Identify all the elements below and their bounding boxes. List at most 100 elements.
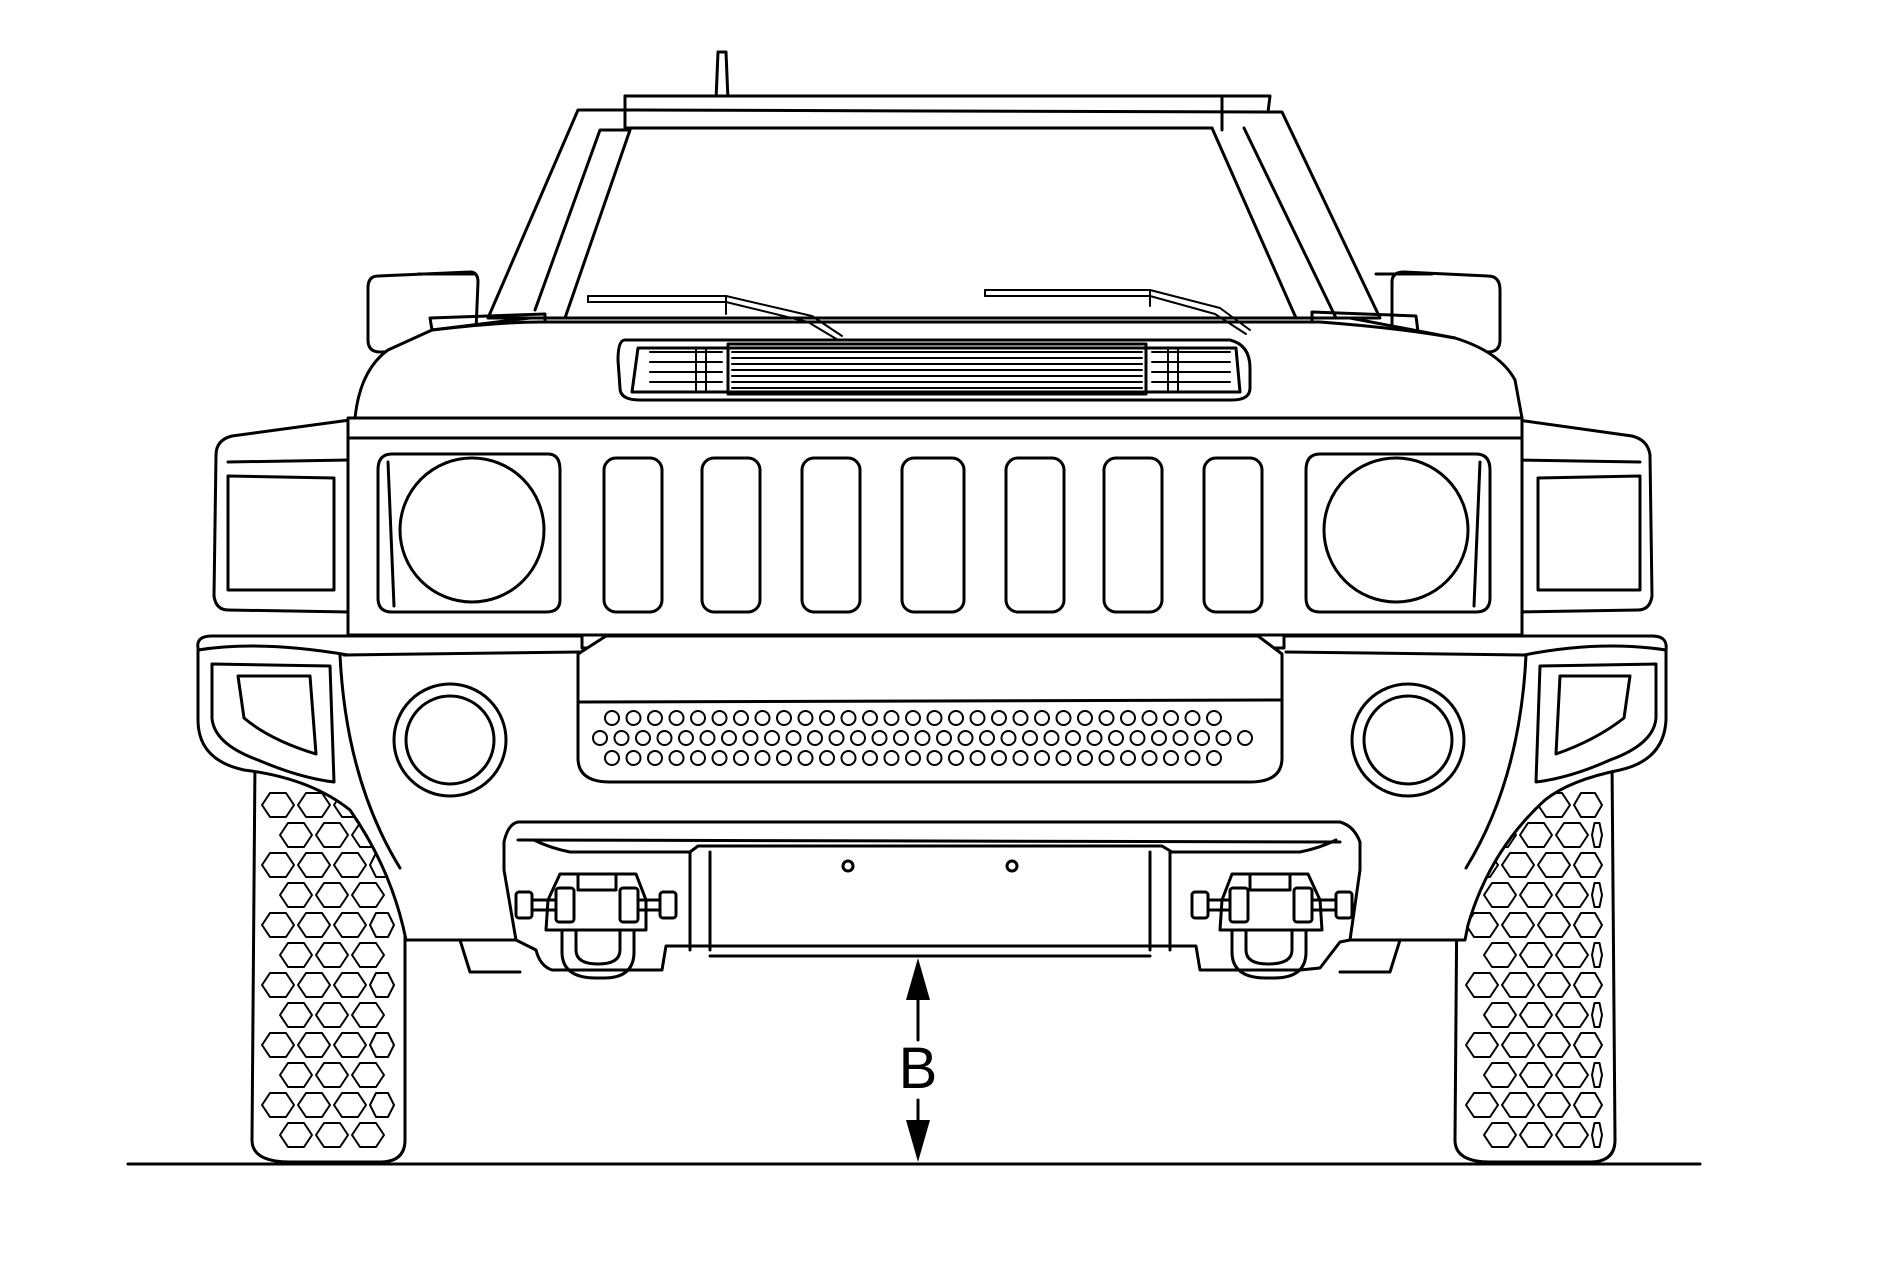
tread-block [279, 882, 313, 908]
dimension-arrow-up [906, 958, 930, 1000]
tread-block [297, 1092, 331, 1118]
grille-hole [742, 730, 759, 746]
tread-block [279, 822, 313, 848]
grille-hole [604, 710, 620, 726]
grille-hole [957, 730, 974, 746]
tread-block [1591, 1122, 1603, 1148]
grille-hole [1000, 730, 1017, 746]
tread-block [1519, 1062, 1553, 1088]
grille-hole [668, 750, 685, 766]
tread-block [351, 1122, 385, 1148]
tread-block [1519, 1122, 1553, 1148]
tread-block [279, 1062, 313, 1088]
grille-hole [797, 710, 814, 726]
grille-hole [926, 750, 943, 766]
grille-hole [1055, 710, 1072, 726]
grille-hole [1163, 750, 1179, 766]
tread-block [261, 1092, 295, 1118]
tread-block [1501, 912, 1535, 938]
tread-block [1483, 882, 1517, 908]
tread-block [1465, 1032, 1499, 1058]
grille-panel [346, 416, 1524, 637]
grille-hole [604, 750, 620, 766]
tread-block [333, 912, 367, 938]
tread-block [1555, 1002, 1589, 1028]
tread-block [369, 912, 395, 938]
grille-hole [883, 750, 900, 766]
tread-block [1501, 852, 1535, 878]
grille-hole [948, 710, 964, 726]
tread-block [315, 882, 349, 908]
grille-hole [905, 750, 921, 766]
grille-hole [635, 730, 651, 746]
tread-block [279, 1002, 313, 1028]
tread-block [1483, 1122, 1517, 1148]
grille-hole [1065, 730, 1081, 746]
grille-hole [1034, 750, 1050, 766]
tread-block [1519, 882, 1553, 908]
tread-block [1501, 972, 1535, 998]
grille-hole [690, 710, 706, 726]
grille-hole [828, 730, 845, 746]
lower-center-grille [576, 634, 1284, 784]
tread-block [279, 1122, 313, 1148]
right-tow-hook [1190, 872, 1354, 980]
grille-hole [979, 730, 995, 746]
grille-hole [733, 710, 749, 726]
cab [486, 94, 1382, 320]
grille-hole [613, 730, 630, 746]
dimension-arrow-down [906, 1120, 930, 1162]
grille-hole [969, 750, 986, 766]
tread-block [1591, 882, 1603, 908]
tread-block [1573, 1092, 1603, 1118]
grille-hole [807, 730, 823, 746]
grille-hole [905, 710, 921, 726]
grille-hole [711, 710, 728, 726]
ground-clearance-dimension: B [899, 958, 938, 1162]
tread-block [1483, 1062, 1517, 1088]
grille-hole [1184, 750, 1201, 766]
grille-hole [1237, 730, 1253, 746]
tread-block [1591, 1062, 1603, 1088]
left-tire [250, 758, 407, 1164]
right-fog-light [1350, 682, 1466, 798]
tread-block [297, 792, 331, 818]
grille-hole [1055, 750, 1072, 766]
grille-hole [733, 750, 749, 766]
grille-hole [969, 710, 986, 726]
skid-plate [458, 820, 1402, 974]
tread-block [1483, 942, 1517, 968]
tread-block [351, 1002, 385, 1028]
grille-hole [1141, 710, 1158, 726]
grille-hole [819, 750, 835, 766]
tread-block [1537, 912, 1571, 938]
tread-block [261, 852, 295, 878]
grille-hole [754, 710, 771, 726]
grille-hole [764, 730, 780, 746]
grille-hole [1012, 710, 1029, 726]
grille-hole [883, 710, 900, 726]
grille-hole [785, 730, 802, 746]
grille-hole [1120, 710, 1136, 726]
tread-block [1573, 792, 1603, 818]
tread-block [1555, 942, 1589, 968]
grille-hole [592, 730, 608, 746]
grille-hole [1163, 710, 1179, 726]
grille-hole [625, 710, 642, 726]
tread-block [1573, 912, 1603, 938]
dimension-label: B [899, 1036, 938, 1101]
grille-hole [678, 730, 694, 746]
grille-hole [1120, 750, 1136, 766]
grille-hole [721, 730, 737, 746]
tread-block [1591, 1002, 1603, 1028]
grille-hole [862, 710, 878, 726]
tread-block [1483, 1002, 1517, 1028]
grille-hole [991, 750, 1007, 766]
tread-block [1519, 1002, 1553, 1028]
tread-block [333, 852, 367, 878]
grille-hole [948, 750, 964, 766]
lower-grille-holes [592, 710, 1253, 766]
tread-block [369, 1092, 395, 1118]
antenna [714, 50, 730, 102]
